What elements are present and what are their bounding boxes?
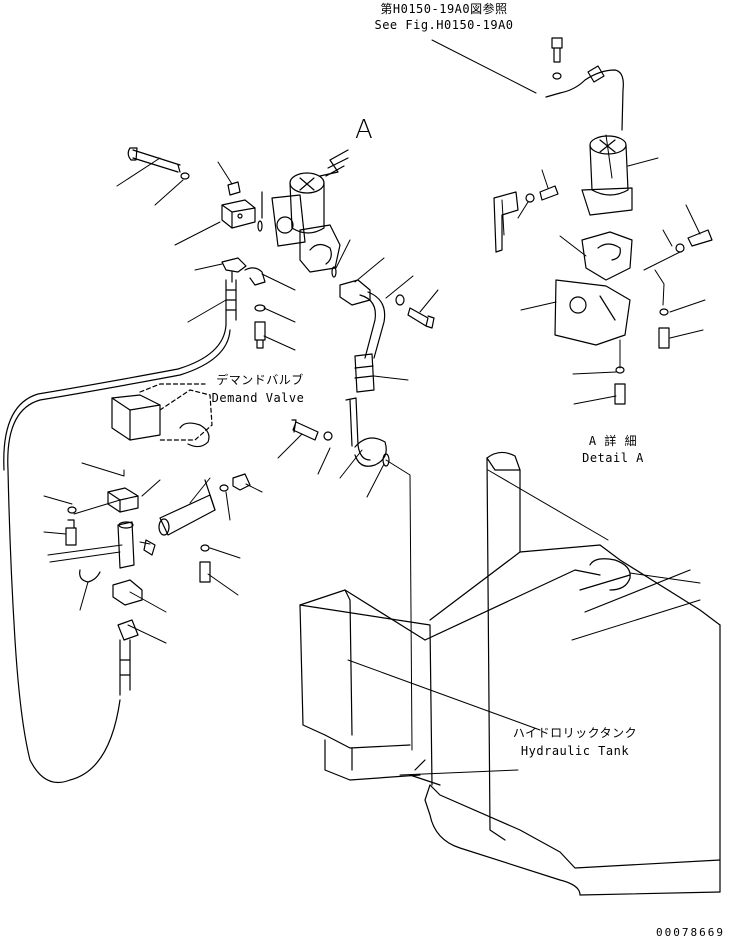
demand-valve [112,384,212,447]
hydraulic-tank [300,452,720,895]
view-marker-a: A [355,115,374,145]
hydraulic-tank-label-jp: ハイドロリックタンク [512,726,638,740]
center-motor-assembly [262,150,434,466]
left-hardware [66,148,265,695]
detail-a-assembly [494,38,712,404]
hydraulic-tank-label-en: Hydraulic Tank [520,744,630,758]
drawing-number: 00078669 [656,926,725,939]
demand-valve-label-jp: デマンドバルブ [216,373,304,387]
reference-note-en: See Fig.H0150-19A0 [374,18,514,32]
demand-valve-label-en: Demand Valve [211,391,305,405]
detail-a-label-jp: A 詳 細 [588,434,638,448]
reference-note-jp: 第H0150-19A0図参照 [380,2,508,16]
leader-lines [44,40,705,775]
long-hose [4,325,230,783]
detail-a-label-en: Detail A [582,451,644,465]
